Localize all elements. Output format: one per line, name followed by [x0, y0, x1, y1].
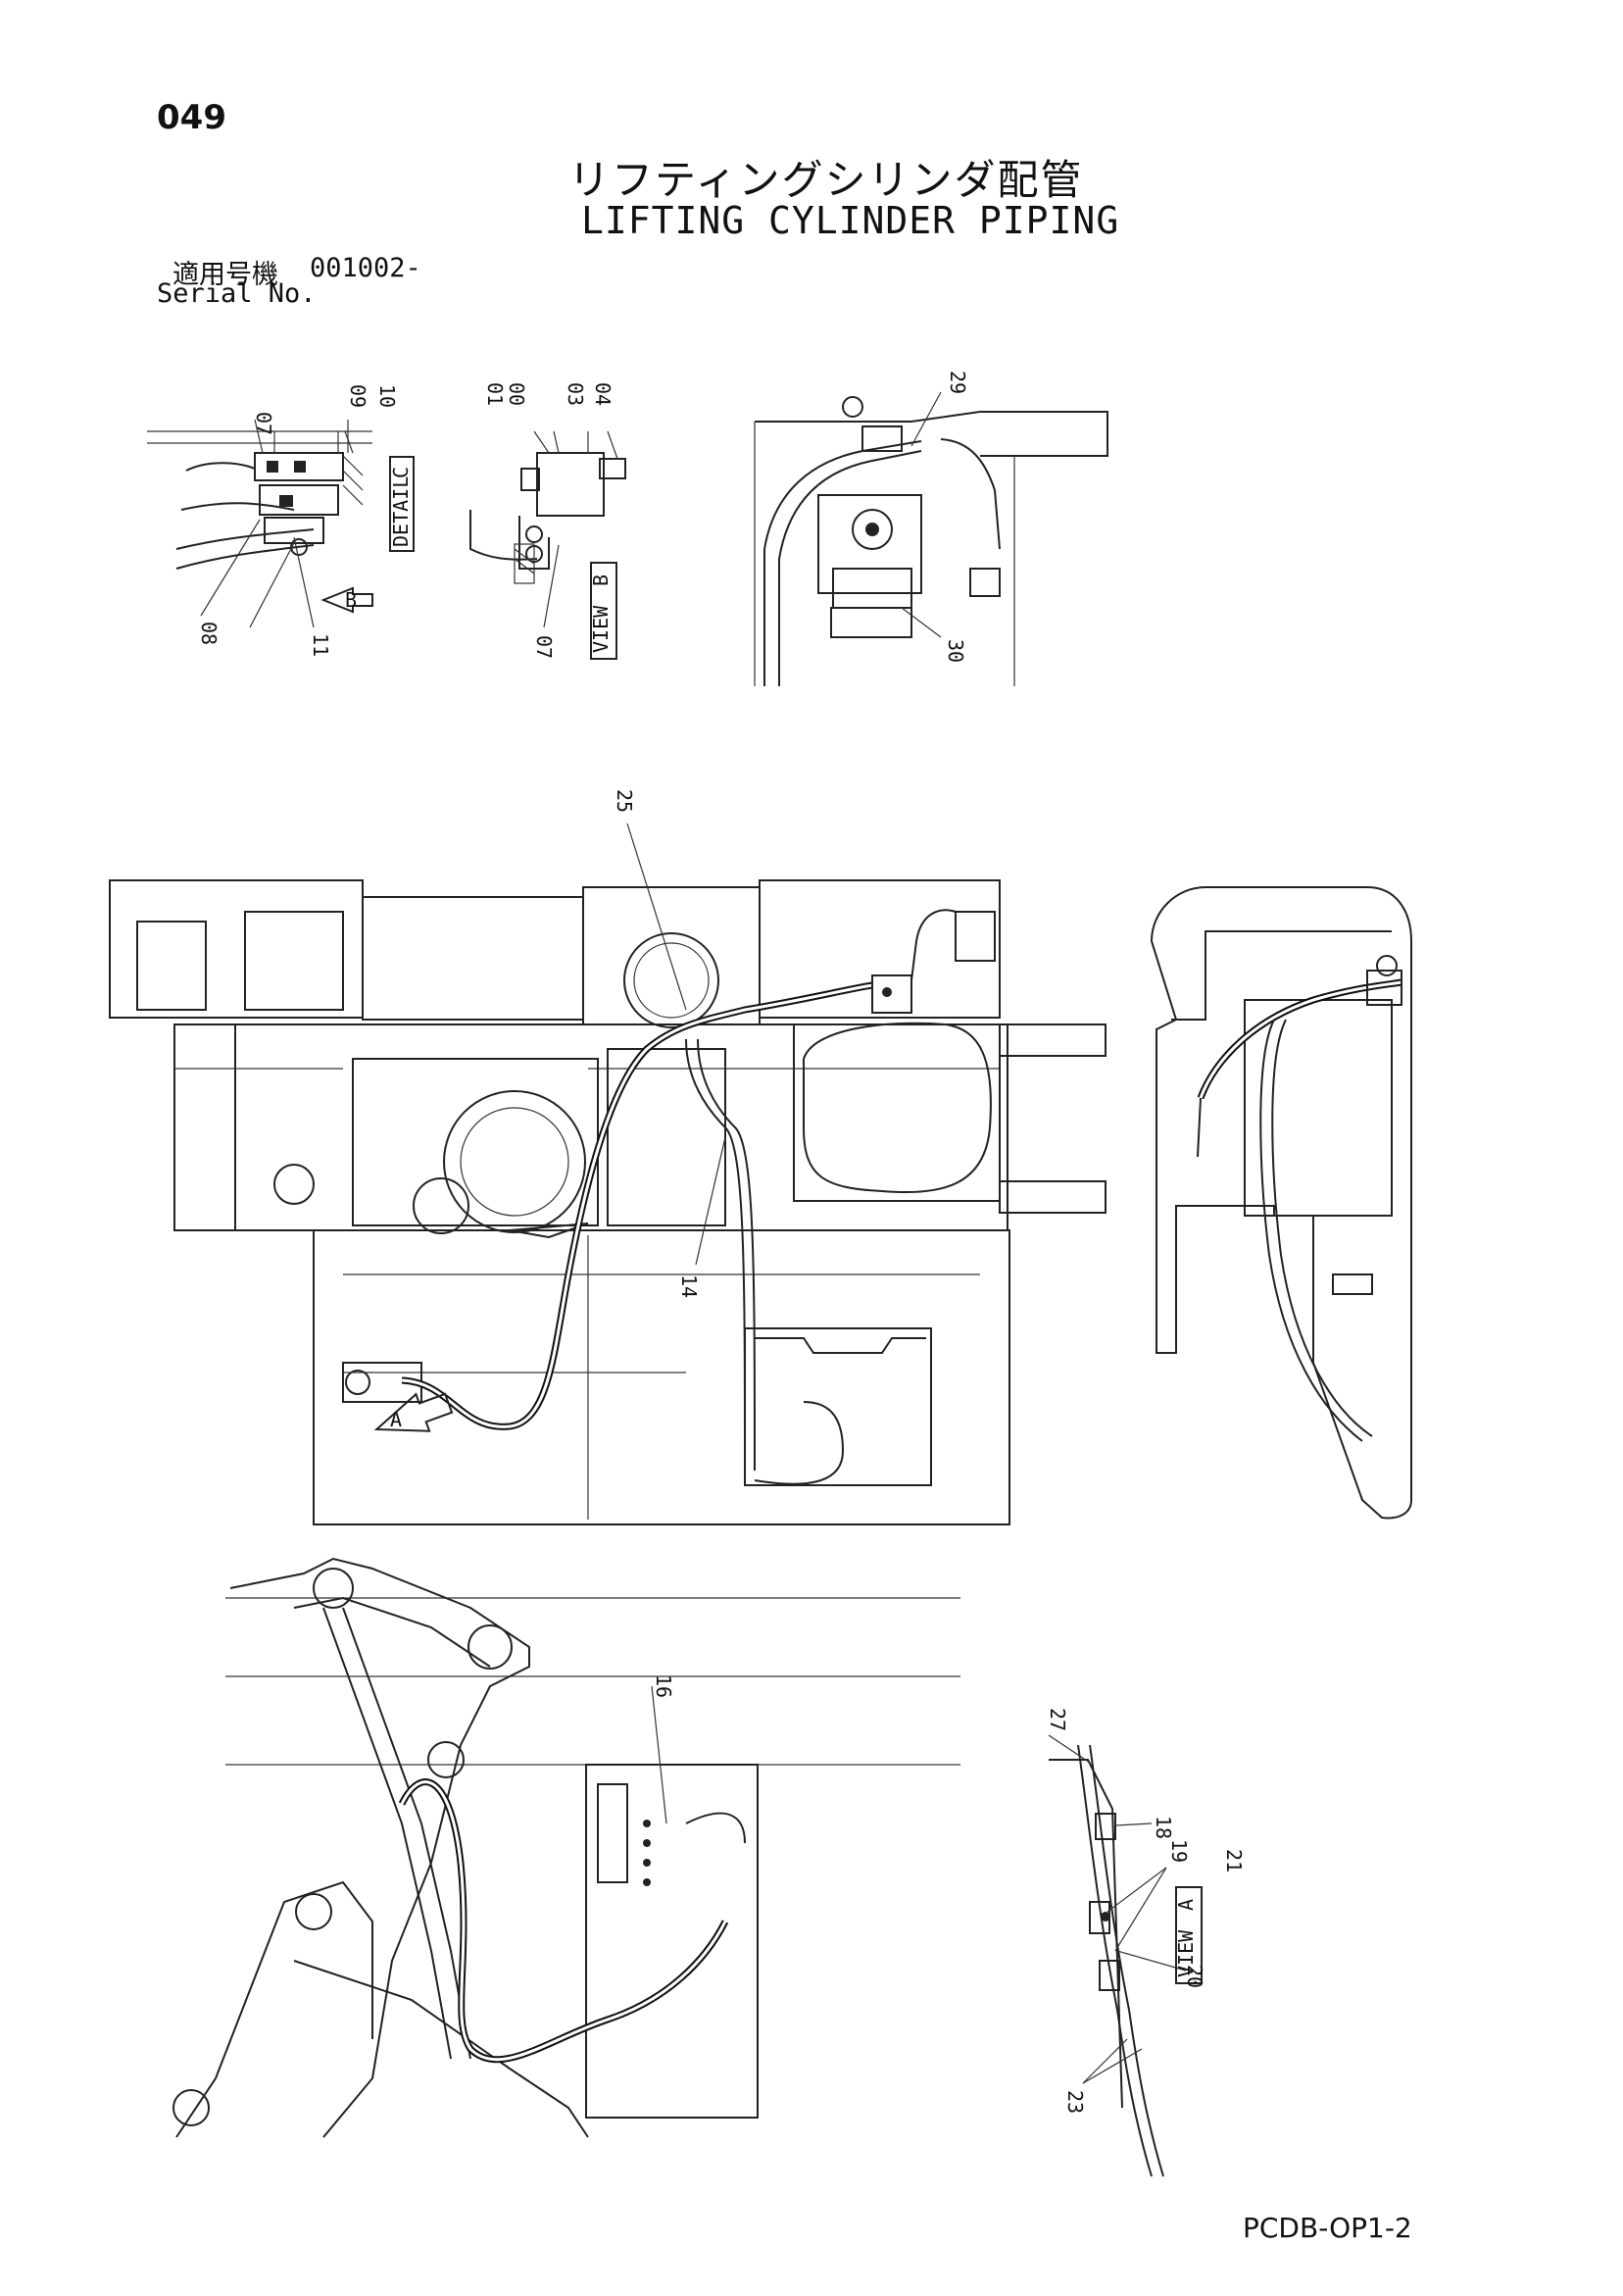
view-b-drawing: VIEW B 01 00 03 04 07	[469, 382, 626, 660]
control-valve-view: 29 30	[754, 371, 1108, 686]
callout-23: 23	[1063, 2090, 1087, 2114]
callout-20: 20	[1183, 1965, 1206, 1988]
detail-c-word: DETAIL	[389, 476, 413, 547]
callout-21: 21	[1222, 1849, 1246, 1872]
callout-10: 10	[375, 384, 399, 408]
callout-00: 00	[505, 382, 528, 406]
callout-29: 29	[946, 371, 969, 394]
serial-label-japanese: 適用号機	[172, 260, 278, 290]
page-title-japanese: リフティングシリンダ配管	[568, 156, 1084, 204]
view-b-word: VIEW	[589, 605, 613, 653]
callout-01: 01	[483, 382, 507, 406]
callout-03: 03	[564, 382, 587, 406]
view-arrow-b-label: B	[345, 588, 357, 612]
callout-07: 07	[252, 412, 275, 435]
serial-number-value: 001002-	[310, 253, 421, 283]
view-b-letter: B	[589, 574, 613, 586]
view-a-drawing: VIEW A 27 18 19 21 20 23	[1046, 1708, 1246, 2177]
page-number: 049	[157, 98, 226, 137]
callout-14: 14	[677, 1274, 701, 1298]
callout-30: 30	[944, 639, 967, 663]
callout-18: 18	[1152, 1816, 1175, 1839]
callout-11: 11	[309, 633, 332, 657]
callout-08: 08	[197, 622, 221, 645]
view-a-letter: A	[1174, 1899, 1198, 1911]
serial-label: Serial No.	[157, 278, 317, 309]
detail-c-letter: C	[389, 467, 413, 478]
detail-c-drawing: B DETAIL C 07 09 10 08 11	[147, 384, 415, 657]
callout-07-view-b: 07	[532, 635, 556, 659]
callout-04: 04	[591, 382, 615, 406]
callout-09: 09	[346, 384, 369, 408]
callout-16: 16	[652, 1674, 675, 1698]
main-frame-plan-view: 25 14	[109, 789, 1107, 1525]
boom-view: A 16	[172, 1392, 960, 2138]
view-arrow-a-label: A	[390, 1408, 402, 1431]
view-a-word: VIEW	[1174, 1929, 1198, 1977]
callout-19: 19	[1167, 1839, 1191, 1863]
document-code: PCDB-OP1-2	[1243, 2212, 1412, 2244]
callout-27: 27	[1046, 1708, 1069, 1731]
callout-25: 25	[613, 789, 636, 813]
side-elevation-view	[1150, 886, 1412, 1520]
page-title: LIFTING CYLINDER PIPING	[581, 199, 1120, 242]
